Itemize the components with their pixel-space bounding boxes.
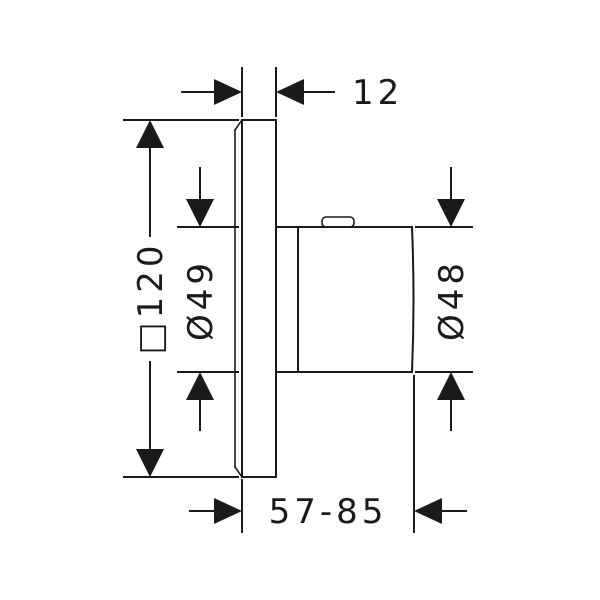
dimension-label-d49: Ø49 — [181, 259, 221, 341]
dimension-inner-diameter: Ø49 — [177, 167, 239, 431]
dimension-plate-thickness: 12 — [181, 67, 403, 117]
cover-plate — [233, 118, 277, 479]
dimension-plate-square: □120 — [123, 119, 239, 478]
dimension-label-120: □120 — [131, 241, 171, 354]
dimension-knob-diameter: Ø48 — [415, 167, 473, 431]
dimension-mounting-depth: 57-85 — [189, 375, 467, 533]
handle-knob — [275, 216, 415, 373]
dimension-label-57-85: 57-85 — [269, 492, 388, 532]
dimension-label-12: 12 — [352, 73, 403, 113]
dimension-label-d48: Ø48 — [432, 259, 472, 341]
